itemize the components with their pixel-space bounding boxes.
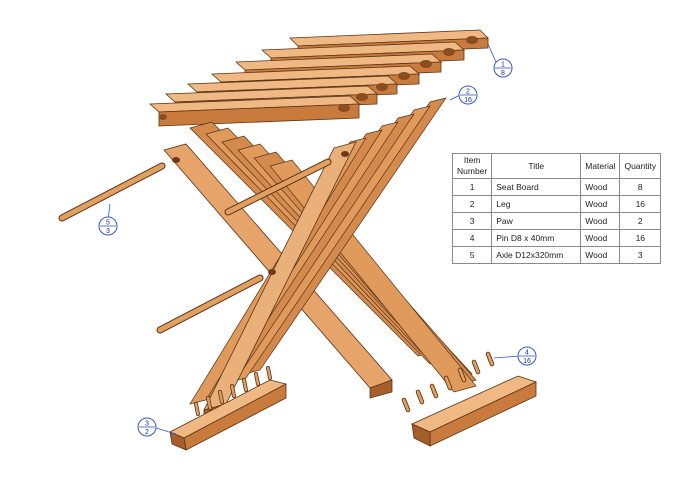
cell-item-number: 5 [451,246,493,264]
cell-item-number: 1 [451,178,493,196]
balloon-item-number: 3 [145,421,149,428]
axle-lower [156,274,264,334]
legs-set-b [189,97,447,421]
cell-title: Pin D8 x 40mm [491,229,582,247]
cell-title: Paw [491,212,582,230]
balloon-item-number: 4 [525,350,529,357]
cell-item-number: 4 [451,229,493,247]
balloon-item-5: 5 3 [98,216,118,236]
cell-quantity: 3 [619,246,662,264]
table-row: 5 Axle D12x320mm Wood 3 [451,246,662,264]
cell-material: Wood [580,195,621,213]
paw-right [411,375,538,447]
table-row: 1 Seat Board Wood 8 [451,178,662,196]
balloon-quantity: 2 [145,429,149,436]
header-quantity: Quantity [619,153,662,179]
cell-quantity: 16 [619,195,662,213]
cell-title: Axle D12x320mm [491,246,582,264]
header-material: Material [580,153,621,179]
cell-material: Wood [580,229,621,247]
cell-title: Leg [491,195,582,213]
balloon-item-number: 2 [466,89,470,96]
seat-boards [148,29,489,127]
cell-item-number: 3 [451,212,493,230]
balloon-item-3: 3 2 [137,417,157,437]
cell-material: Wood [580,246,621,264]
axles [58,158,332,334]
seat-board [148,95,361,127]
table-row: 2 Leg Wood 16 [451,195,662,213]
cell-title: Seat Board [491,178,582,196]
balloon-quantity: 16 [464,97,472,104]
pins-right [401,351,495,413]
table-row: 4 Pin D8 x 40mm Wood 16 [451,229,662,247]
balloon-quantity: 8 [501,70,505,77]
axle-middle [224,158,332,216]
cell-material: Wood [580,178,621,196]
table-row: 3 Paw Wood 2 [451,212,662,230]
axle-left [58,162,166,222]
cell-quantity: 16 [619,229,662,247]
paw-left [169,379,288,451]
item-balloons: 1 8 2 16 5 3 3 2 4 16 [98,58,537,437]
balloon-item-number: 5 [106,220,110,227]
header-title: Title [491,153,582,179]
cell-item-number: 2 [451,195,493,213]
balloon-quantity: 16 [523,358,531,365]
cell-quantity: 2 [619,212,662,230]
balloon-item-number: 1 [501,62,505,69]
cell-quantity: 8 [619,178,662,196]
balloon-quantity: 3 [106,228,110,235]
cell-material: Wood [580,212,621,230]
pins-left [194,366,272,416]
balloon-item-1: 1 8 [493,58,513,78]
balloon-item-4: 4 16 [517,346,537,366]
balloon-item-2: 2 16 [458,85,478,105]
